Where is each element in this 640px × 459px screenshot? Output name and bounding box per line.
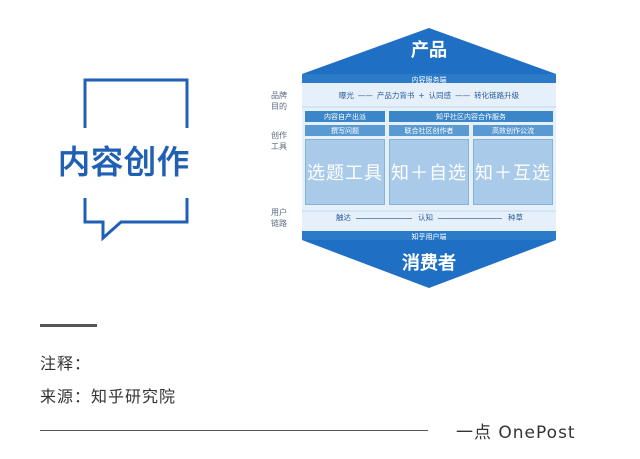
brand-row-item: + bbox=[418, 91, 425, 100]
bottom-triangle bbox=[302, 240, 556, 288]
brand-row-item: —— bbox=[455, 91, 471, 100]
brand-row: 曝光 —— 产品力背书 + 认同感 —— 转化链路升级 bbox=[302, 88, 556, 104]
service-band-label: 内容服务端 bbox=[411, 76, 447, 84]
top-triangle bbox=[302, 28, 556, 74]
user-row-connector bbox=[356, 218, 412, 219]
tool-box-self-select: 知＋自选 bbox=[389, 139, 469, 205]
sub-header-right: 高效创作公流 bbox=[473, 125, 553, 136]
sub-header-left: 撰写问题 bbox=[305, 125, 385, 136]
side-label-user-path: 用户链路 bbox=[271, 208, 287, 228]
short-divider bbox=[40, 324, 97, 327]
user-band-label: 知乎用户端 bbox=[411, 233, 447, 241]
user-row-item: 认知 bbox=[418, 213, 433, 222]
user-band bbox=[302, 231, 556, 240]
user-row-connector bbox=[438, 218, 502, 219]
brand-label: 一点 OnePost bbox=[456, 423, 576, 443]
tool-box-mutual-select: 知＋互选 bbox=[473, 139, 553, 205]
diagram-top-label: 产品 bbox=[411, 40, 447, 61]
notes-label: 注释： bbox=[40, 354, 92, 373]
platform-header-left: 内容自产出派 bbox=[305, 111, 385, 122]
platform-header-right: 知乎社区内容合作服务 bbox=[389, 111, 553, 122]
brand-row-item: —— bbox=[357, 91, 373, 100]
side-label-brand-goal: 品牌目的 bbox=[271, 91, 287, 111]
sub-header-mid: 联合社区创作者 bbox=[389, 125, 469, 136]
notes-source: 来源：知乎研究院 bbox=[40, 387, 177, 406]
side-label-creation-tool: 创作工具 bbox=[271, 131, 287, 151]
brand-row-item: 曝光 bbox=[338, 91, 354, 100]
brand-row-item: 认同感 bbox=[428, 91, 452, 100]
long-divider bbox=[40, 430, 428, 431]
diagram-bottom-label: 消费者 bbox=[402, 253, 456, 274]
user-row-item: 触达 bbox=[336, 213, 351, 222]
brand-row-item: 转化链路升级 bbox=[474, 91, 520, 100]
user-row: 触达 认知 种草 bbox=[302, 213, 556, 225]
service-band bbox=[302, 74, 556, 83]
user-row-item: 种草 bbox=[508, 213, 523, 222]
logo-title: 内容创作 bbox=[58, 143, 191, 181]
brand-row-item: 产品力背书 bbox=[376, 91, 415, 100]
speech-bubble-icon bbox=[83, 78, 189, 242]
tool-box-topic-tool: 选题工具 bbox=[305, 139, 385, 205]
